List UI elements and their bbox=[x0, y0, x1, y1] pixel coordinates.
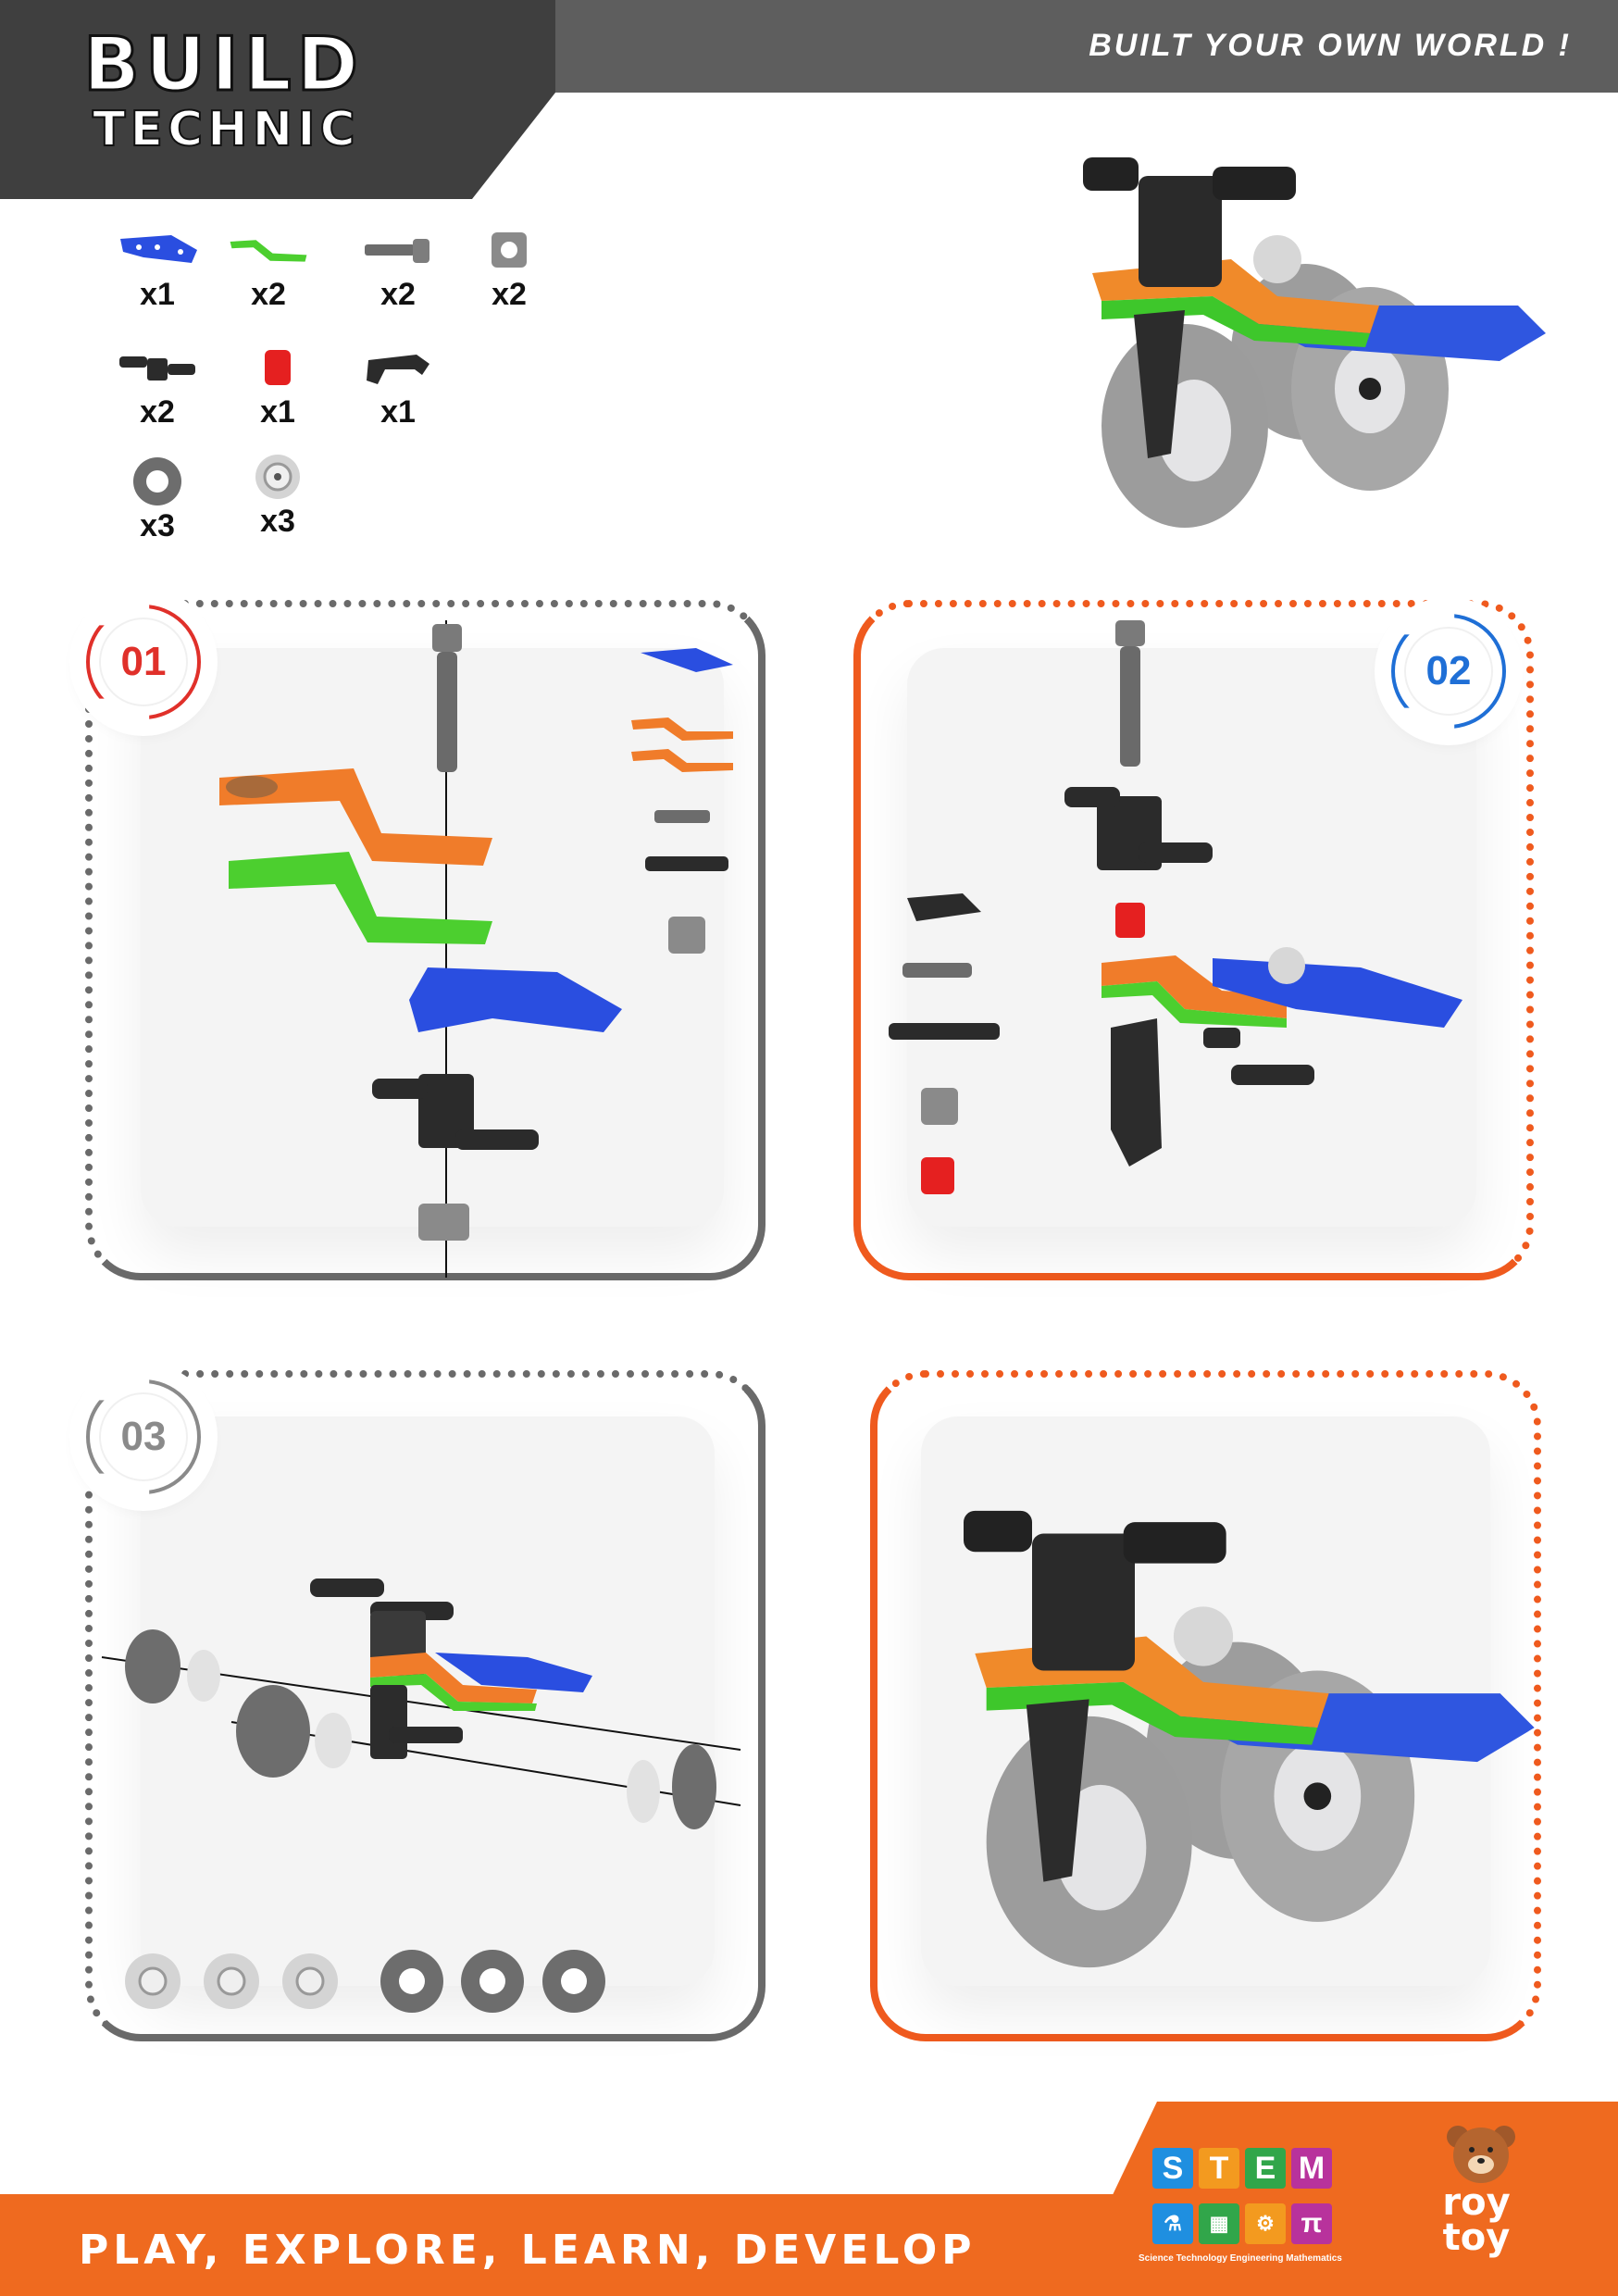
part-qty: x2 bbox=[251, 277, 286, 312]
nut-icon bbox=[492, 232, 527, 268]
step-number: 03 bbox=[120, 1414, 167, 1459]
part-qty: x2 bbox=[492, 277, 527, 312]
part-qty: x1 bbox=[140, 277, 175, 312]
part-qty: x1 bbox=[260, 394, 295, 430]
stem-caption: Science Technology Engineering Mathemati… bbox=[1139, 2253, 1342, 2264]
step-03-canvas bbox=[141, 1416, 715, 1986]
step-03-badge: 03 bbox=[79, 1372, 208, 1502]
part-blue-plate: x1 bbox=[116, 227, 199, 313]
part-screw: x2 bbox=[356, 227, 440, 313]
step-01-badge: 01 bbox=[79, 597, 208, 727]
final-result-illustration bbox=[964, 1510, 1535, 1968]
tire-icon bbox=[133, 457, 181, 505]
blue-plate-icon bbox=[120, 235, 197, 263]
brand-logo-text: roy toy bbox=[1439, 2181, 1513, 2259]
part-qty: x3 bbox=[260, 504, 295, 539]
footer-band bbox=[0, 2194, 1618, 2296]
step-03-illustration bbox=[101, 1578, 741, 2013]
stem-e-tile: E bbox=[1245, 2148, 1286, 2189]
brand-logo-line1: roy bbox=[1442, 2181, 1511, 2224]
step-01-frame bbox=[85, 600, 765, 1280]
final-result-frame bbox=[870, 1370, 1541, 2041]
stem-s-tile: S bbox=[1152, 2148, 1193, 2189]
part-red-spacer: x1 bbox=[236, 344, 319, 430]
step-03-frame bbox=[85, 1370, 765, 2041]
slogan: BUILT YOUR OWN WORLD ! bbox=[1089, 28, 1572, 63]
footer-tagline: PLAY, EXPLORE, LEARN, DEVELOP bbox=[79, 2227, 977, 2274]
rim-icon bbox=[255, 455, 300, 499]
gears-icon: ⚙ bbox=[1245, 2203, 1286, 2244]
stem-m-tile: M bbox=[1291, 2148, 1332, 2189]
stem-t-tile: T bbox=[1199, 2148, 1239, 2189]
fork-icon bbox=[367, 355, 429, 384]
part-qty: x2 bbox=[140, 394, 175, 430]
part-green-link: x2 bbox=[227, 227, 310, 313]
part-rim: x3 bbox=[236, 454, 319, 540]
step-02-frame bbox=[853, 600, 1534, 1280]
spare-tires bbox=[380, 1950, 605, 2013]
header-brand-block bbox=[0, 0, 555, 199]
part-qty: x3 bbox=[140, 508, 175, 543]
bear-logo-icon bbox=[1447, 2126, 1515, 2183]
step-02-canvas bbox=[907, 648, 1476, 1227]
brand-logo-line2: toy bbox=[1442, 2216, 1511, 2259]
circuit-icon: ▦ bbox=[1199, 2203, 1239, 2244]
part-qty: x1 bbox=[380, 394, 416, 430]
step-01-illustration bbox=[219, 620, 733, 1278]
red-spacer-icon bbox=[265, 350, 291, 385]
screw-icon bbox=[365, 239, 429, 263]
part-axle-connector: x2 bbox=[116, 344, 199, 430]
finished-model-image bbox=[1083, 157, 1546, 528]
brand-title-technic: TECHNIC bbox=[92, 102, 360, 157]
step-02-badge: 02 bbox=[1384, 606, 1513, 736]
green-link-icon bbox=[230, 240, 307, 262]
spare-rims bbox=[125, 1953, 338, 2009]
axle-connector-icon bbox=[119, 356, 195, 381]
part-fork: x1 bbox=[356, 344, 440, 430]
brand-title-build: BUILD bbox=[81, 21, 365, 107]
part-tire: x3 bbox=[116, 457, 199, 544]
microscope-icon: ⚗ bbox=[1152, 2203, 1193, 2244]
part-qty: x2 bbox=[380, 277, 416, 312]
part-square-nut: x2 bbox=[467, 227, 551, 313]
pi-icon: π bbox=[1291, 2203, 1332, 2244]
step-02-illustration bbox=[889, 620, 1462, 1194]
